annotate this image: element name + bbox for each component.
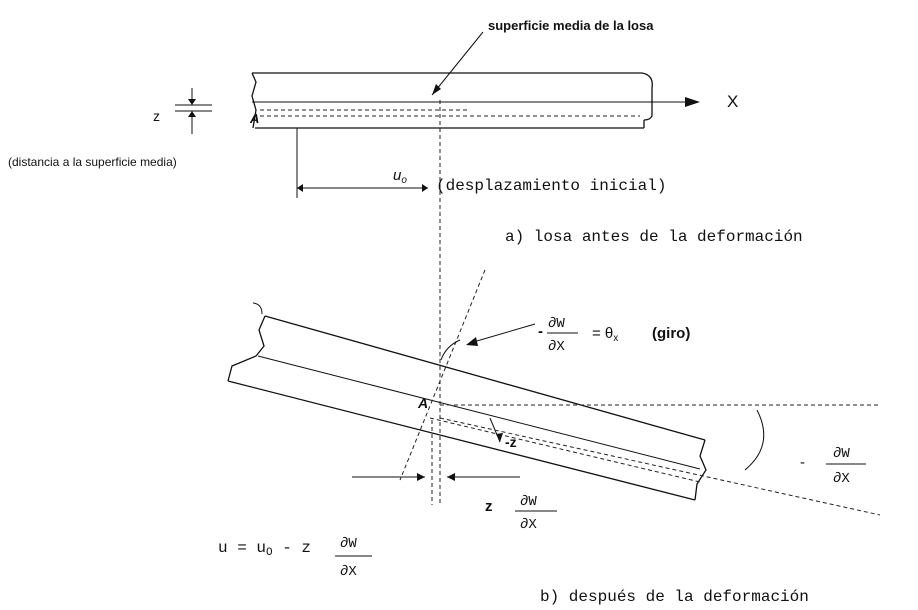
- mid-surface-leader-arrow: [432, 84, 441, 95]
- svg-text:= θx: = θx: [592, 325, 618, 344]
- x-axis-arrow: [685, 97, 700, 107]
- z-local-label: -z: [505, 434, 517, 450]
- svg-text:∂W: ∂W: [548, 316, 565, 332]
- slope-label: - ∂W ∂X: [800, 446, 866, 487]
- caption-a: a) losa antes de la deformación: [505, 228, 803, 246]
- svg-text:∂X: ∂X: [833, 471, 850, 487]
- point-a2-label: A: [417, 395, 428, 411]
- disp-arrow-right: [447, 473, 455, 481]
- rotation-leader: [469, 323, 536, 344]
- svg-text:∂W: ∂W: [340, 536, 357, 552]
- rotation-label: - ∂W ∂X = θx (giro): [538, 316, 690, 355]
- mid-surface-label: superficie media de la losa: [488, 18, 654, 33]
- deformed-mid-line: [257, 355, 701, 470]
- undeformed-plate: [251, 72, 653, 129]
- disp-arrow-left: [417, 473, 425, 481]
- deformed-plate: [227, 302, 707, 501]
- rotation-arc: [440, 339, 461, 361]
- svg-text:∂X: ∂X: [340, 564, 357, 580]
- z-local-arrow: [496, 433, 503, 442]
- tangent-extension: [439, 417, 881, 516]
- svg-text:∂X: ∂X: [548, 339, 565, 355]
- svg-text:(giro): (giro): [652, 325, 690, 342]
- distance-note: (distancia a la superficie media): [8, 155, 177, 169]
- u0-arrow-left: [297, 184, 303, 192]
- u0-arrow-right: [422, 184, 428, 192]
- displacement-equation: u = uO - z ∂W ∂X: [218, 536, 372, 580]
- z-label: z: [153, 108, 160, 124]
- svg-text:∂X: ∂X: [520, 517, 537, 533]
- u0-label: uo: [393, 167, 407, 186]
- caption-b: b) después de la deformación: [540, 588, 809, 606]
- point-a-label: A: [249, 111, 259, 126]
- initial-displacement-label: (desplazamiento inicial): [436, 177, 666, 195]
- bottom-disp-label: z ∂W ∂X: [485, 494, 557, 533]
- svg-text:z: z: [485, 498, 493, 515]
- svg-text:u = uO - z: u = uO - z: [218, 539, 311, 559]
- x-axis-label: X: [727, 92, 738, 111]
- svg-text:∂W: ∂W: [520, 494, 537, 510]
- normal-line-dashed: [399, 269, 486, 481]
- slope-angle-arc: [744, 409, 765, 471]
- mid-surface-leader: [431, 31, 484, 96]
- svg-text:-: -: [538, 323, 543, 340]
- deformed-layer-dashed: [429, 417, 701, 483]
- svg-text:∂W: ∂W: [833, 446, 850, 462]
- z-dimension: [175, 88, 212, 134]
- rotation-leader-arrow: [466, 337, 478, 346]
- svg-text:-: -: [800, 454, 805, 471]
